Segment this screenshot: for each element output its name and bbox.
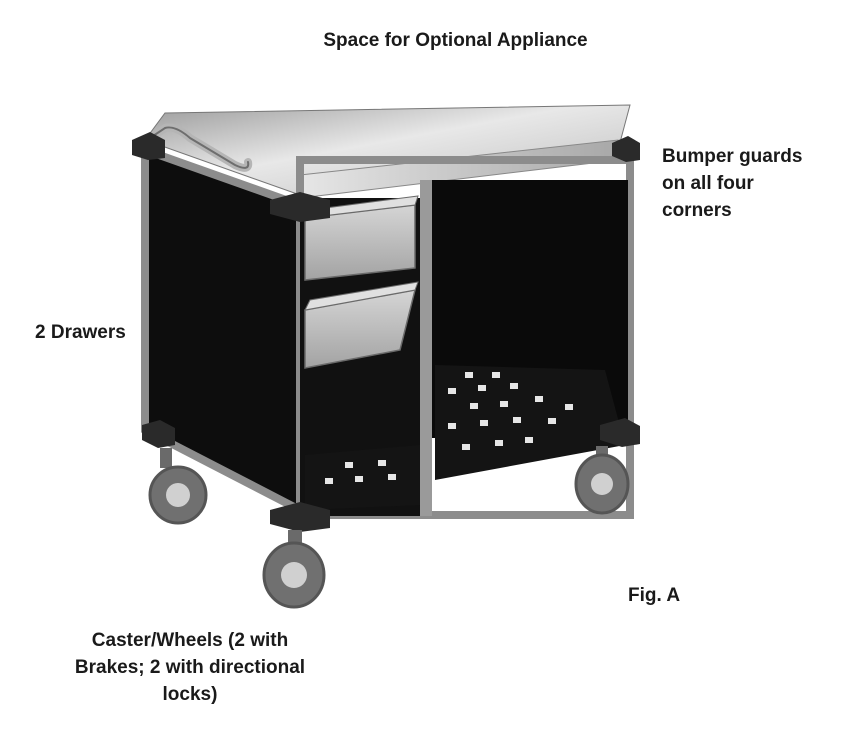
drawer-lower (304, 281, 419, 369)
appliance-space-label: Space for Optional Appliance (323, 30, 588, 51)
caster-wheel-back-left (148, 448, 208, 525)
bumper-guard-back-left (132, 132, 165, 160)
drawer-upper (304, 195, 419, 281)
bumper-label-line-3: corners (662, 200, 732, 221)
caster-wheel-front-left (262, 530, 326, 609)
figure-label: Fig. A (628, 585, 681, 606)
bumper-guard-front-left-bottom (270, 502, 330, 532)
bumper-guard-back-left-bottom (142, 420, 175, 448)
bumper-label-line-1: Bumper guards (662, 146, 803, 167)
bumper-guard-front-right-bottom (600, 418, 640, 447)
bumper-guard-front-right-top (612, 136, 640, 162)
cart-top-surface (144, 104, 631, 199)
perforated-shelf (305, 365, 625, 510)
bumper-guards-label: Bumper guards on all four corners (662, 143, 802, 224)
caster-wheels-label: Caster/Wheels (2 with Brakes; 2 with dir… (40, 627, 340, 708)
caster-label-line-1: Caster/Wheels (2 with (91, 630, 289, 651)
push-handle (146, 123, 253, 172)
bumper-label-line-2: on all four (662, 173, 754, 194)
caster-label-line-2: Brakes; 2 with directional (74, 657, 306, 678)
caster-label-line-3: locks) (162, 684, 218, 705)
drawers-label: 2 Drawers (35, 322, 126, 343)
caster-wheel-front-right (574, 446, 630, 515)
bumper-guard-front-left-top (270, 192, 330, 222)
